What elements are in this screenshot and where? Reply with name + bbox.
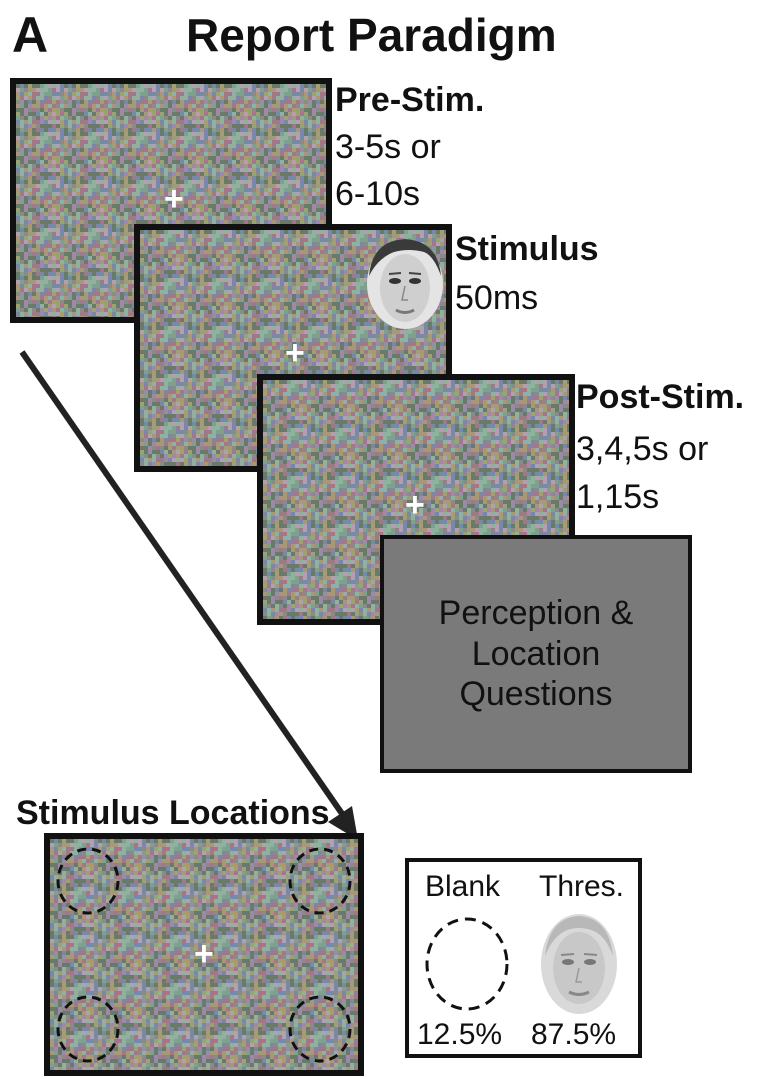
questions-line-3: Questions: [459, 675, 613, 714]
stimulus-duration: 50ms: [455, 279, 539, 317]
pre-stim-duration-1: 3-5s or: [335, 128, 441, 166]
questions-box: Perception & Location Questions: [380, 535, 692, 773]
location-top-left: [56, 847, 120, 915]
legend-threshold-label: Thres.: [539, 870, 625, 903]
dashed-circle-icon: [425, 917, 509, 1011]
panel-letter: A: [12, 7, 49, 63]
post-stim-label: Post-Stim.: [576, 378, 745, 416]
post-stim-duration-2: 1,15s: [576, 478, 660, 516]
stimulus-face-image: [367, 239, 443, 329]
pre-stim-label: Pre-Stim.: [335, 81, 485, 119]
fixation-cross: +: [194, 935, 214, 973]
noise-texture: [50, 839, 358, 1070]
locations-screen: +: [44, 833, 364, 1076]
threshold-face-image: [541, 914, 617, 1014]
legend-threshold-percent: 87.5%: [531, 1018, 617, 1051]
legend-box: Blank Thres. 12.5% 87.5%: [405, 858, 642, 1058]
location-bottom-right: [288, 995, 352, 1063]
figure-title: Report Paradigm: [186, 9, 557, 61]
stimulus-locations-title: Stimulus Locations: [16, 794, 330, 832]
legend-blank-percent: 12.5%: [417, 1018, 503, 1051]
legend-blank-label: Blank: [425, 870, 501, 903]
questions-line-1: Perception &: [438, 593, 634, 632]
location-top-right: [288, 847, 352, 915]
post-stim-duration-1: 3,4,5s or: [576, 430, 709, 468]
location-markers: [56, 847, 352, 1063]
stimulus-label: Stimulus: [455, 230, 599, 268]
pre-stim-duration-2: 6-10s: [335, 175, 421, 213]
fixation-cross: +: [285, 334, 305, 372]
questions-line-2: Location: [471, 634, 601, 673]
fixation-cross: +: [164, 180, 184, 218]
fixation-cross: +: [405, 486, 425, 524]
location-bottom-left: [56, 995, 120, 1063]
